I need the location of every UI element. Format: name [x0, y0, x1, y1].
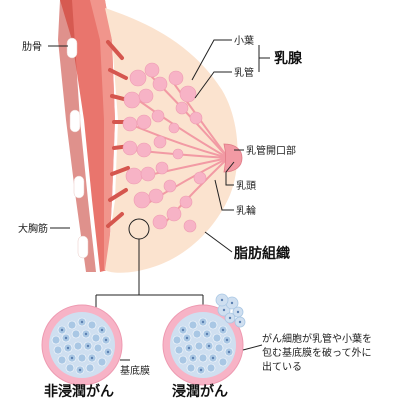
label-areola: 乳輪	[236, 204, 256, 217]
label-lactiferous-duct: 乳管	[234, 66, 254, 79]
label-adipose-tissue: 脂肪組織	[233, 245, 290, 262]
invasive-view	[163, 294, 245, 385]
label-rib: 肋骨	[22, 40, 42, 53]
label-invasive-cancer: 浸潤がん	[172, 383, 228, 400]
invasion-note-line-1: がん細胞が乳管や小葉を	[262, 332, 372, 345]
rib-1	[67, 38, 77, 58]
label-non-invasive-cancer: 非浸潤がん	[44, 383, 114, 400]
non-invasive-view	[42, 305, 122, 385]
label-mammary-gland: 乳腺	[274, 50, 303, 67]
invasion-note-line-3: 出ている	[262, 360, 302, 373]
invasion-note-line-2: 包む基底膜を破って外に	[262, 346, 372, 359]
label-lobule: 小葉	[234, 34, 254, 47]
nipple	[224, 144, 242, 172]
label-duct-opening: 乳管開口部	[246, 144, 296, 157]
label-nipple: 乳頭	[236, 179, 256, 192]
rib-2	[70, 110, 80, 132]
label-basement-membrane: 基底膜	[120, 364, 150, 377]
rib-4	[78, 236, 88, 258]
rib-3	[74, 176, 84, 198]
label-pectoral-muscle: 大胸筋	[18, 222, 48, 235]
